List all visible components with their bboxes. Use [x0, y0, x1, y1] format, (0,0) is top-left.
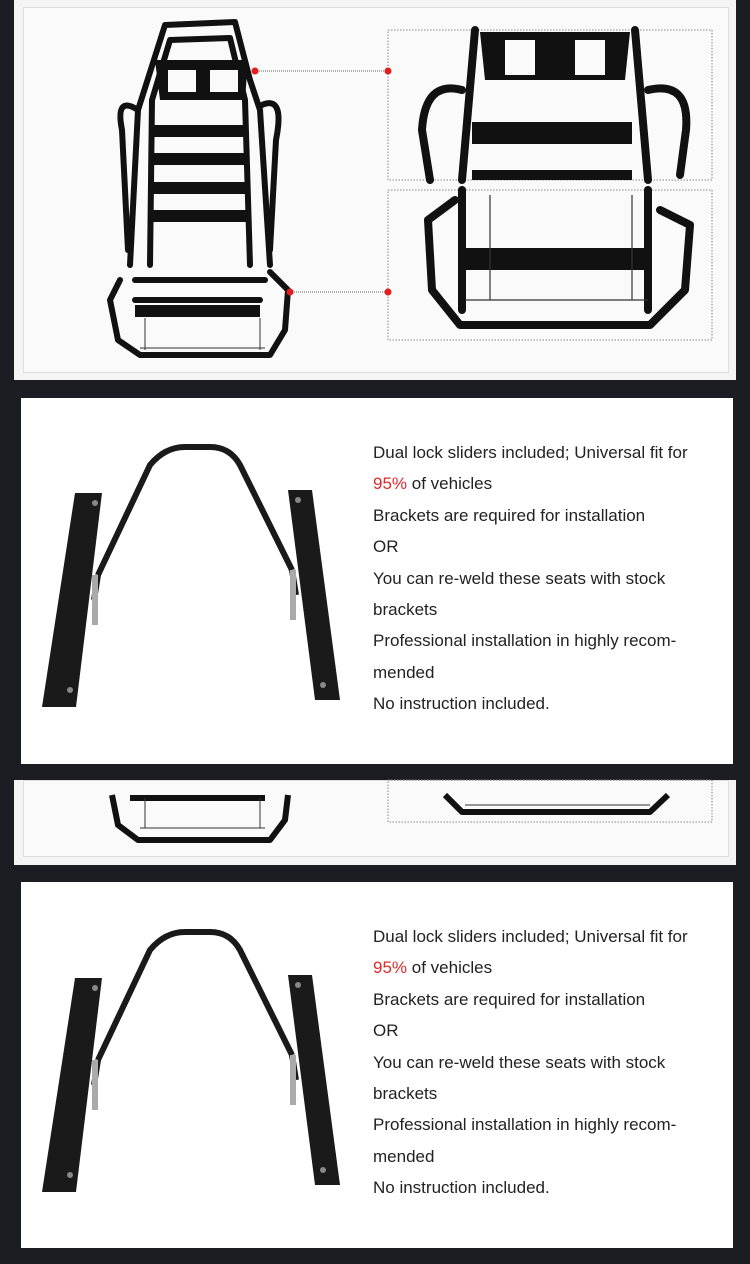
- description-line: brackets: [373, 600, 438, 620]
- description-line: You can re-weld these seats with stock: [373, 568, 666, 588]
- fit-percentage: 95%: [373, 474, 408, 494]
- description-line: No instruction included.: [373, 694, 550, 714]
- slider-info-panel-2: [21, 882, 733, 1248]
- slider-description-1: Dual lock sliders included; Universal fi…: [373, 437, 718, 720]
- description-line: No instruction included.: [373, 1178, 550, 1198]
- seat-frame-photo-area-repeat: [23, 780, 729, 857]
- description-line: brackets: [373, 1084, 438, 1104]
- description-line: Professional installation in highly reco…: [373, 631, 677, 651]
- seat-slider-bracket-image-2: [42, 929, 340, 1192]
- description-line: Dual lock sliders included; Universal fi…: [373, 443, 688, 462]
- seat-frame-image: [107, 19, 713, 358]
- description-line: Brackets are required for installation: [373, 505, 646, 525]
- description-line: OR: [373, 1021, 399, 1041]
- description-line: You can re-weld these seats with stock: [373, 1052, 666, 1072]
- slider-description-2: Dual lock sliders included; Universal fi…: [373, 921, 718, 1204]
- seat-frame-image-repeat: [109, 779, 713, 843]
- description-line: Dual lock sliders included; Universal fi…: [373, 927, 688, 946]
- seat-frame-panel-repeat: [14, 780, 736, 865]
- description-line: OR: [373, 537, 399, 557]
- seat-slider-bracket-image: [42, 444, 340, 707]
- description-line: Brackets are required for installation: [373, 989, 646, 1009]
- description-line: mended: [373, 1146, 435, 1166]
- description-line: Professional installation in highly reco…: [373, 1115, 677, 1135]
- description-line: 95% of vehicles: [373, 958, 493, 978]
- description-line: 95% of vehicles: [373, 474, 493, 494]
- slider-info-panel-1: [21, 398, 733, 764]
- description-line: mended: [373, 662, 435, 682]
- fit-percentage: 95%: [373, 958, 408, 978]
